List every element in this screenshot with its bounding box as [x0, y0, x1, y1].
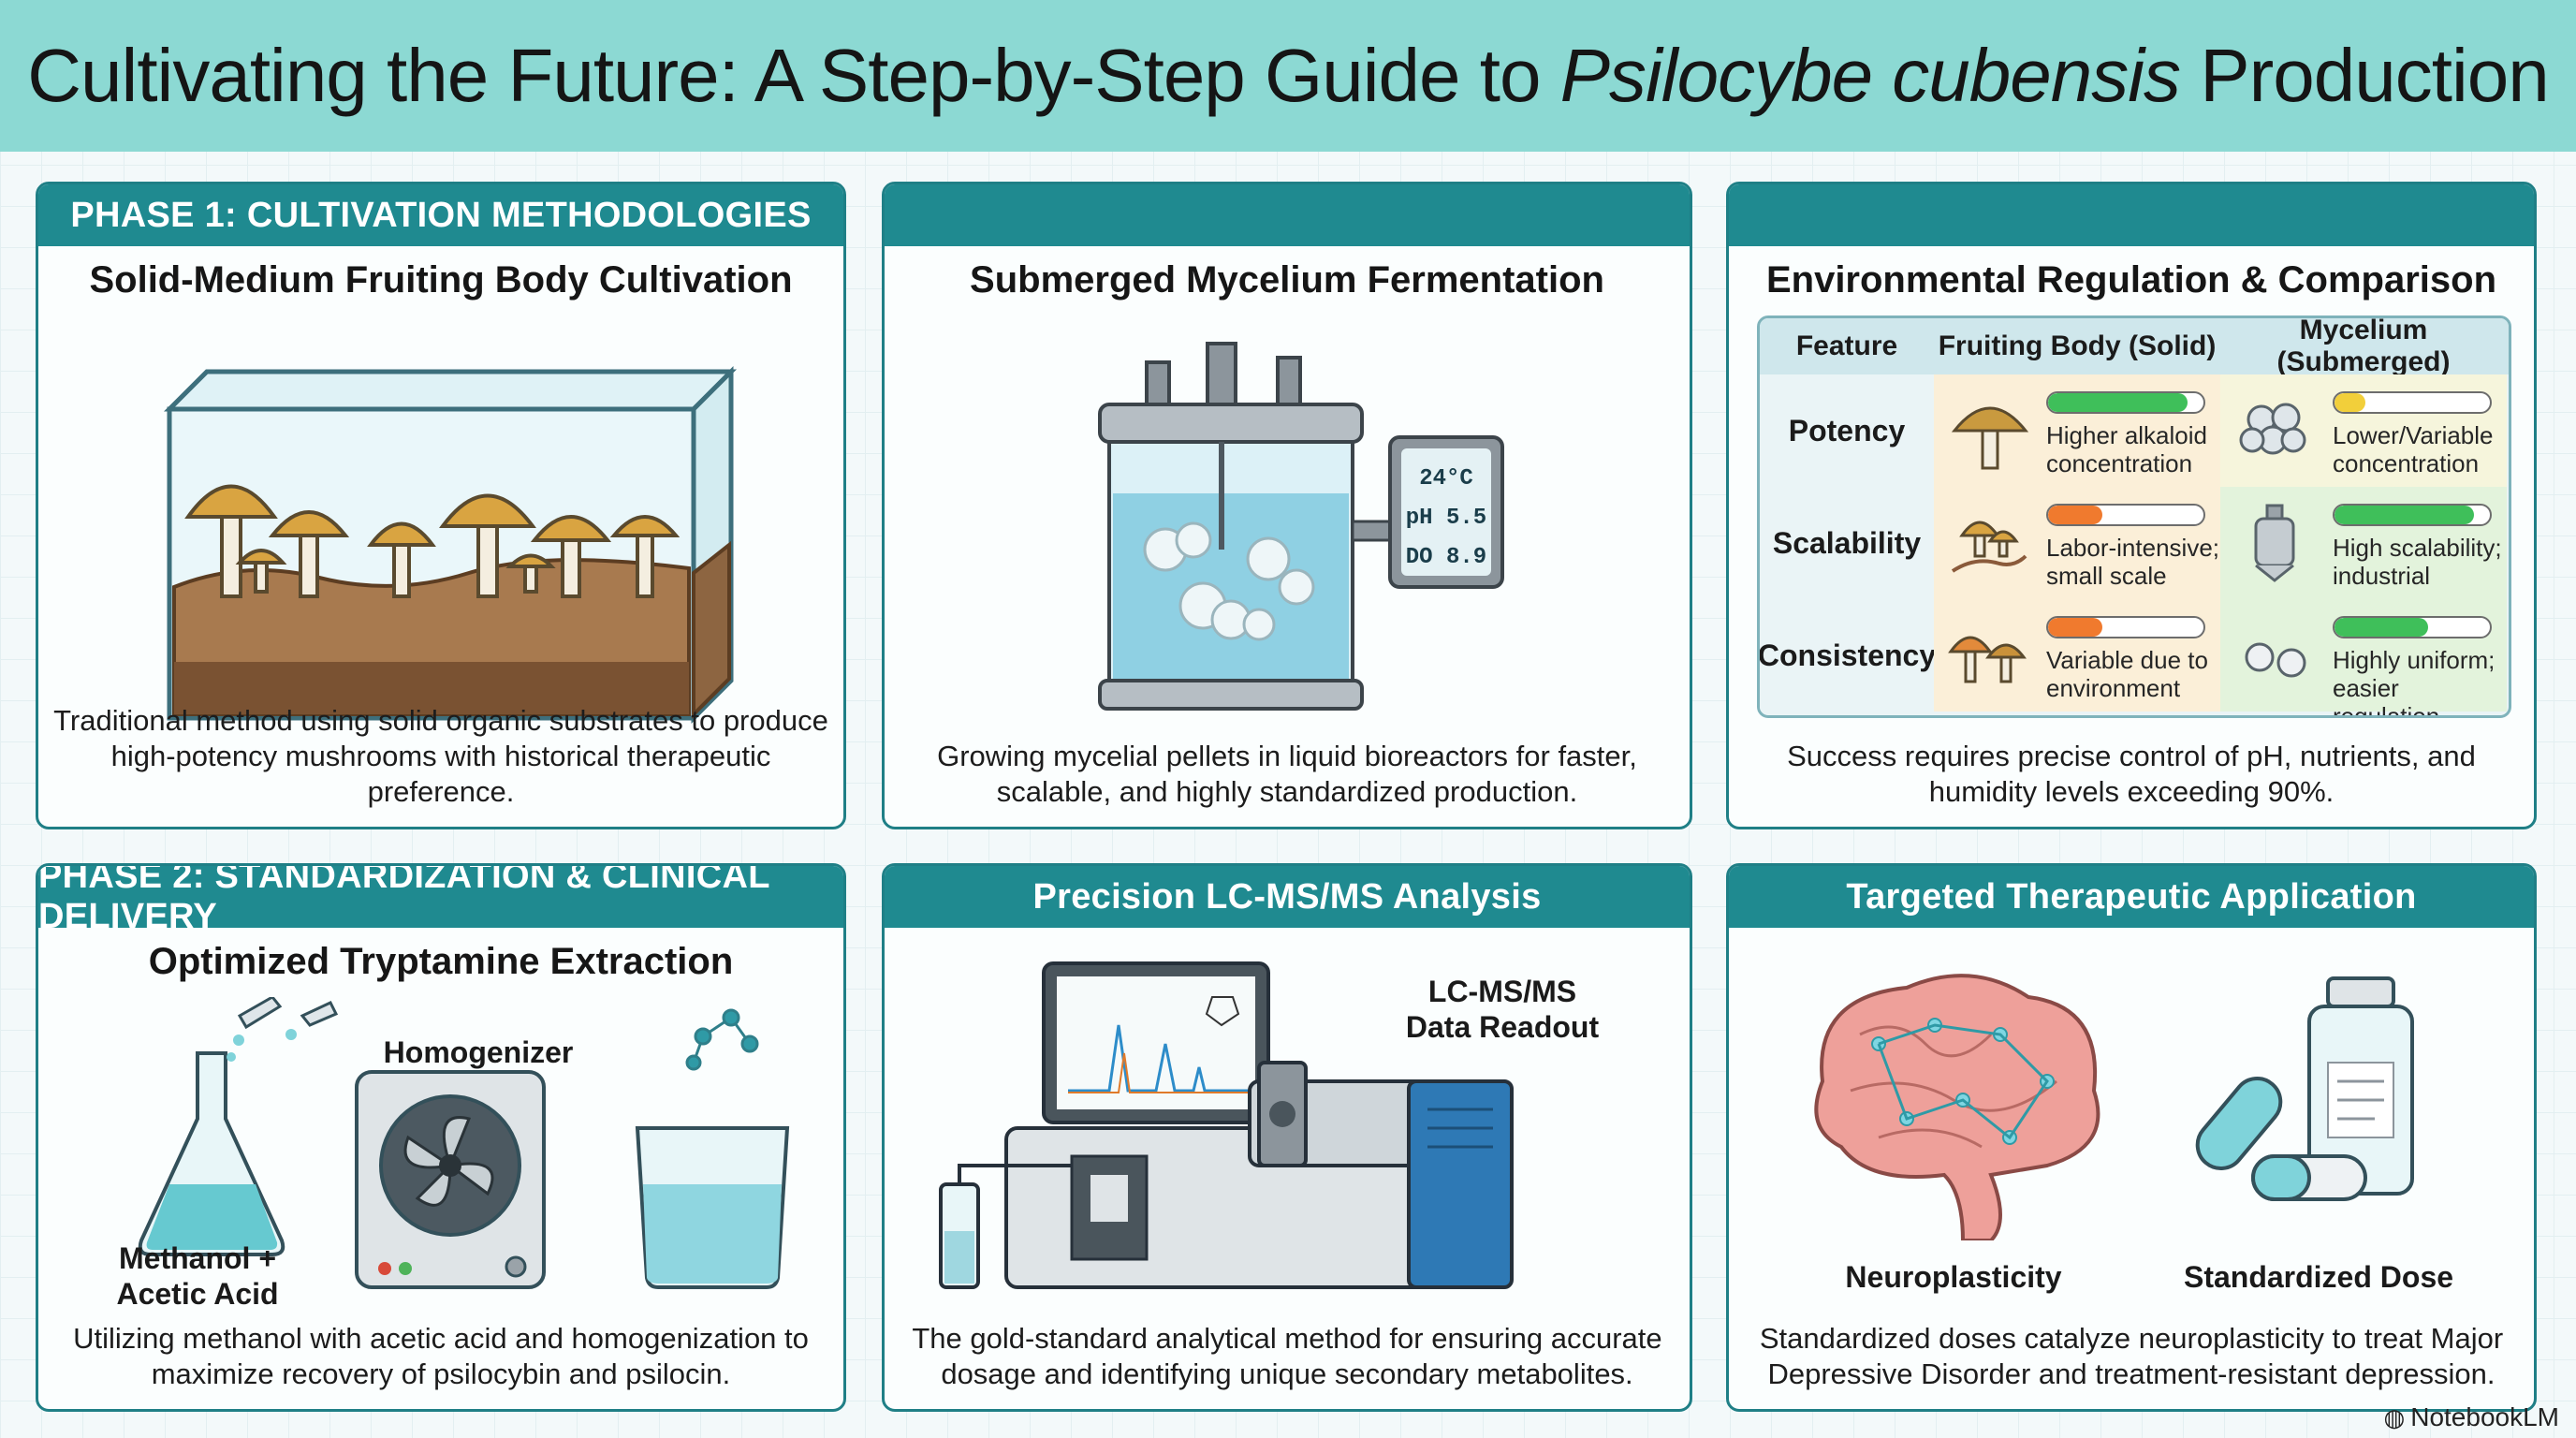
do-readout: DO 8.9 — [1406, 545, 1486, 570]
panel-header: Precision LC-MS/MS Analysis — [885, 866, 1690, 928]
feature-cell: Scalability — [1760, 487, 1934, 599]
panel-header — [885, 184, 1690, 246]
panel-description: Success requires precise control of pH, … — [1787, 740, 2476, 808]
hand-mushroom-icon — [1951, 521, 2027, 573]
panel-solid-cultivation: PHASE 1: CULTIVATION METHODOLOGIES Solid… — [36, 182, 846, 829]
panel-header — [1729, 184, 2534, 246]
table-header-row: Feature Fruiting Body (Solid) Mycelium (… — [1760, 318, 2509, 377]
level-bar — [2046, 616, 2205, 638]
feature-cell: Potency — [1760, 374, 1934, 487]
column-header: Fruiting Body (Solid) — [1938, 330, 2217, 361]
panel-description: Growing mycelial pellets in liquid biore… — [937, 740, 1637, 808]
level-bar — [2333, 616, 2492, 638]
panel-description: Traditional method using solid organic s… — [53, 704, 828, 808]
panel-subtitle: Solid-Medium Fruiting Body Cultivation — [89, 259, 793, 301]
notebook-icon: ◍ — [2383, 1402, 2406, 1431]
comparison-table: Feature Fruiting Body (Solid) Mycelium (… — [1757, 315, 2511, 718]
panel-subtitle: Environmental Regulation & Comparison — [1765, 259, 2497, 301]
temp-readout: 24°C — [1419, 466, 1473, 492]
panel-environment-comparison: Environmental Regulation & Comparison Fe… — [1726, 182, 2537, 829]
mushrooms-icon — [1948, 636, 2027, 683]
page-title: Cultivating the Future: A Step-by-Step G… — [27, 34, 2549, 117]
lcms-instrument-illustration — [939, 961, 1514, 1289]
column-header: Feature — [1795, 330, 1898, 361]
spheres-icon — [2245, 642, 2306, 678]
homogenizer-label: Homogenizer — [383, 1035, 574, 1069]
extraction-illustration — [138, 997, 790, 1289]
table-row: Scalability Labor-intensive;small scale … — [1760, 487, 2509, 599]
column-header: Mycelium (Submerged) — [2276, 315, 2451, 377]
panel-subtitle: Optimized Tryptamine Extraction — [148, 941, 734, 982]
terrarium-illustration — [163, 365, 738, 725]
panel-description: Standardized doses catalyze neuroplastic… — [1759, 1322, 2504, 1390]
brand-mark: ◍ NotebookLM — [2383, 1402, 2559, 1431]
panel-tryptamine-extraction: PHASE 2: STANDARDIZATION & CLINICAL DELI… — [36, 863, 846, 1412]
level-bar — [2046, 504, 2205, 526]
pellets-icon — [2239, 403, 2306, 455]
submerged-cell: High scalability;industrial — [2220, 487, 2507, 599]
panel-subtitle: Submerged Mycelium Fermentation — [970, 259, 1604, 301]
feature-cell: Consistency — [1760, 599, 1936, 712]
level-bar — [2333, 504, 2492, 526]
bioreactor-illustration: 24°C pH 5.5 DO 8.9 — [1098, 342, 1504, 711]
neuroplasticity-label: Neuroplasticity — [1845, 1260, 2062, 1294]
panel-description: Utilizing methanol with acetic acid and … — [73, 1322, 809, 1390]
solid-cell: Labor-intensive;small scale — [1934, 487, 2220, 599]
panel-description: The gold-standard analytical method for … — [912, 1322, 1662, 1390]
ph-readout: pH 5.5 — [1406, 506, 1486, 531]
silo-icon — [2254, 504, 2295, 582]
panel-header: PHASE 1: CULTIVATION METHODOLOGIES — [38, 184, 843, 246]
level-bar — [2333, 391, 2492, 414]
panel-header: PHASE 2: STANDARDIZATION & CLINICAL DELI… — [38, 866, 843, 936]
submerged-cell: Highly uniform;easier regulation — [2220, 599, 2507, 715]
mushroom-icon — [1951, 406, 2029, 470]
level-bar — [2046, 391, 2205, 414]
panel-submerged-fermentation: Submerged Mycelium Fermentation 24°C pH … — [882, 182, 1692, 829]
panel-header: Targeted Therapeutic Application — [1729, 866, 2534, 928]
solvent-label: Methanol +Acetic Acid — [116, 1241, 279, 1311]
standardized-dose-label: Standardized Dose — [2183, 1260, 2454, 1294]
therapy-illustration — [1814, 974, 2414, 1240]
panel-therapeutic-application: Targeted Therapeutic Application Neuropl… — [1726, 863, 2537, 1412]
title-banner: Cultivating the Future: A Step-by-Step G… — [0, 0, 2576, 152]
